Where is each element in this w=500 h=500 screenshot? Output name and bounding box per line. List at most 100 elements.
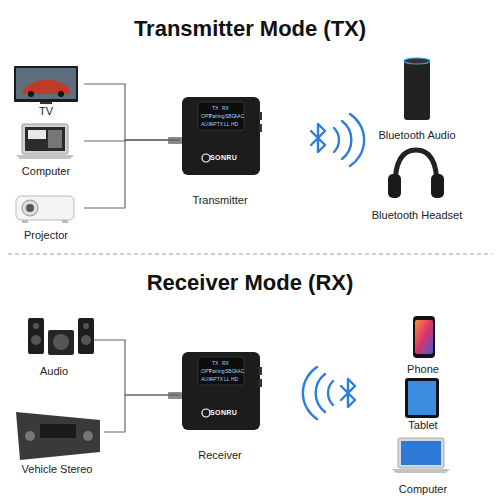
device-button (259, 124, 262, 132)
tablet-icon (405, 378, 439, 418)
audio-plug (168, 137, 182, 144)
screen-indicator: AUX (201, 376, 211, 382)
laptop-lid (398, 438, 444, 468)
projector-foot (62, 220, 68, 223)
device-body (182, 352, 260, 430)
device-button (259, 379, 262, 387)
screen-window (48, 130, 62, 148)
device-node: Phone (385, 312, 461, 376)
audio-cable (84, 84, 180, 140)
bluetooth-symbol (341, 379, 355, 407)
stereo-display (40, 424, 76, 438)
laptop-screen (401, 441, 441, 465)
device-button (259, 112, 262, 120)
laptop-base (16, 155, 74, 159)
codec-indicator: AAC (234, 368, 244, 374)
car-wheel (28, 91, 34, 97)
projector-lens (26, 204, 34, 212)
receiver-device (168, 352, 262, 430)
projector-lens (22, 200, 38, 216)
laptop-icon (16, 124, 74, 159)
screen-window (28, 130, 46, 139)
device-label: Phone (375, 363, 471, 376)
speaker-cone (31, 335, 41, 345)
device-node: Audio (14, 314, 94, 378)
subwoofer (48, 330, 74, 355)
car-wheel (58, 91, 64, 97)
device-screen (198, 102, 244, 130)
codec-indicator: SBC (225, 368, 235, 374)
screen-indicator: AUX (201, 121, 211, 127)
screen-indicator: Pairing (209, 368, 225, 374)
device-label: TV (0, 105, 94, 118)
ear-cup (388, 174, 401, 198)
codec-indicator: LL (224, 376, 230, 382)
codec-indicator: SBC (225, 113, 235, 119)
bluetooth-signal (303, 367, 355, 419)
device-node: Bluetooth Audio (365, 56, 469, 142)
device-label: Transmitter (170, 194, 270, 207)
speaker-cone (53, 334, 69, 350)
codec-indicator: APTX (210, 121, 223, 127)
signal-wave (334, 128, 339, 152)
speaker-body (404, 60, 430, 120)
tablet-body (405, 378, 439, 418)
stereo-knob (25, 431, 35, 441)
codec-indicator: AAC (234, 113, 244, 119)
audio-cable (84, 140, 180, 208)
laptop-icon (392, 438, 450, 473)
phone-icon (413, 316, 435, 358)
device-screen (198, 357, 244, 385)
projector-foot (22, 220, 28, 223)
audio-cable (104, 395, 180, 432)
car-stereo-icon (16, 412, 100, 460)
brand-name: SONRU (210, 154, 237, 162)
device-body (182, 97, 260, 175)
projector-icon (16, 196, 74, 223)
stereo-knob (83, 431, 93, 441)
device-button (259, 367, 262, 375)
tv-stand (40, 102, 52, 104)
device-label: Receiver (170, 449, 270, 462)
brand-logo (202, 154, 210, 162)
phone-body (413, 316, 435, 358)
speaker-cone (81, 335, 91, 345)
laptop-lid (22, 124, 68, 154)
laptop-screen (25, 127, 65, 151)
device-label: Bluetooth Headset (345, 209, 489, 222)
audio-cable (84, 140, 180, 141)
device-label: Tablet (370, 419, 476, 432)
device-node: Vehicle Stereo (10, 406, 104, 476)
speaker-ring (404, 58, 430, 64)
signal-wave (342, 121, 351, 159)
tv-icon (14, 66, 78, 104)
codec-indicator: HD (231, 121, 238, 127)
device-node: Projector (8, 190, 84, 242)
hifi-speakers-icon (28, 318, 94, 355)
device-node: Bluetooth Headset (355, 146, 479, 222)
device-label: Computer (360, 483, 486, 496)
device-label: Audio (4, 365, 104, 378)
device-node: Computer (8, 120, 84, 178)
signal-wave (328, 381, 333, 405)
device-label: Vehicle Stereo (0, 463, 114, 476)
transmitter-device (168, 97, 262, 175)
signal-wave (303, 367, 317, 419)
bluetooth-symbol (311, 124, 325, 152)
dashboard-panel (16, 412, 100, 460)
section-heading: Transmitter Mode (TX) (0, 16, 500, 42)
laptop-base (392, 469, 450, 473)
tablet-screen (408, 381, 436, 415)
screen-indicator: RX (222, 105, 229, 111)
ear-cup (431, 174, 444, 198)
phone-screen (415, 320, 433, 354)
device-label: Projector (0, 229, 94, 242)
signal-wave (350, 114, 364, 166)
screen-indicator: Pairing (209, 113, 225, 119)
device-node: Computer (370, 436, 476, 496)
tv-frame (14, 66, 78, 102)
speaker-cone (33, 323, 39, 329)
headband (395, 150, 437, 186)
